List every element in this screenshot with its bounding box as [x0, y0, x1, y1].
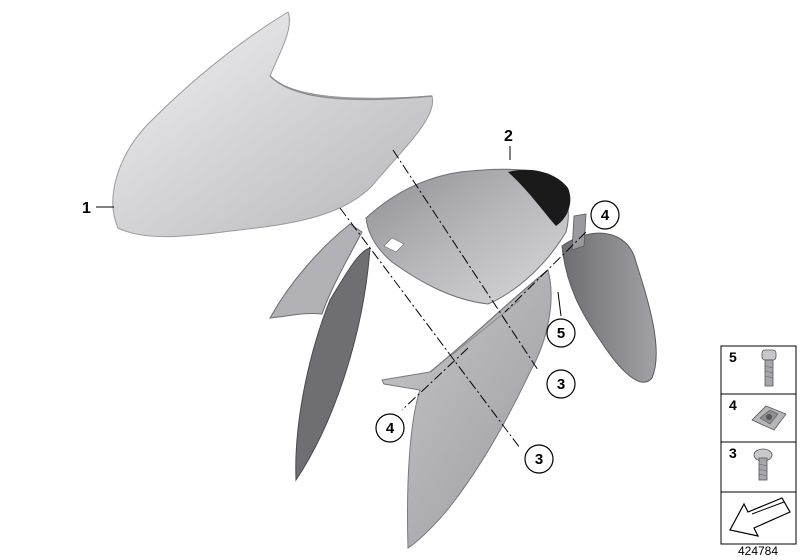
fastener-legend: 5 4 3 [720, 345, 797, 545]
callout-3b: 3 [524, 444, 554, 474]
part-1-front-cover [112, 11, 434, 238]
assembly-lines [339, 149, 587, 449]
legend-item-4-number: 4 [729, 397, 737, 413]
assembly-line [401, 347, 469, 411]
assembly-line [504, 231, 587, 313]
callout-5-leader [557, 291, 562, 317]
callout-4b-label: 4 [386, 420, 395, 437]
part-2-fairing-shell [365, 168, 571, 305]
part-5-fender [561, 213, 657, 383]
left-side-panel [269, 223, 371, 482]
air-intake-opening [508, 169, 571, 226]
callout-5: 5 [546, 318, 576, 348]
callout-4a-label: 4 [601, 207, 610, 224]
legend-item-5-number: 5 [729, 349, 737, 365]
assembly-line [392, 149, 539, 371]
callout-3a: 3 [546, 369, 576, 399]
clip-nut-icon [751, 405, 787, 431]
callout-5-label: 5 [557, 325, 565, 342]
callout-4a: 4 [590, 200, 620, 230]
legend-item-3-number: 3 [729, 445, 737, 461]
callout-3b-label: 3 [535, 451, 543, 468]
callout-4b: 4 [375, 413, 405, 443]
lower-right-panel [381, 269, 552, 549]
reference-number: 424784 [738, 544, 778, 558]
direction-arrow-icon [729, 497, 791, 537]
assembly-line [339, 207, 521, 449]
callout-3a-label: 3 [557, 376, 565, 393]
callout-1: 1 [82, 200, 91, 217]
screw-icon [753, 448, 773, 481]
callout-2: 2 [504, 128, 513, 145]
bolt-icon [761, 349, 777, 387]
